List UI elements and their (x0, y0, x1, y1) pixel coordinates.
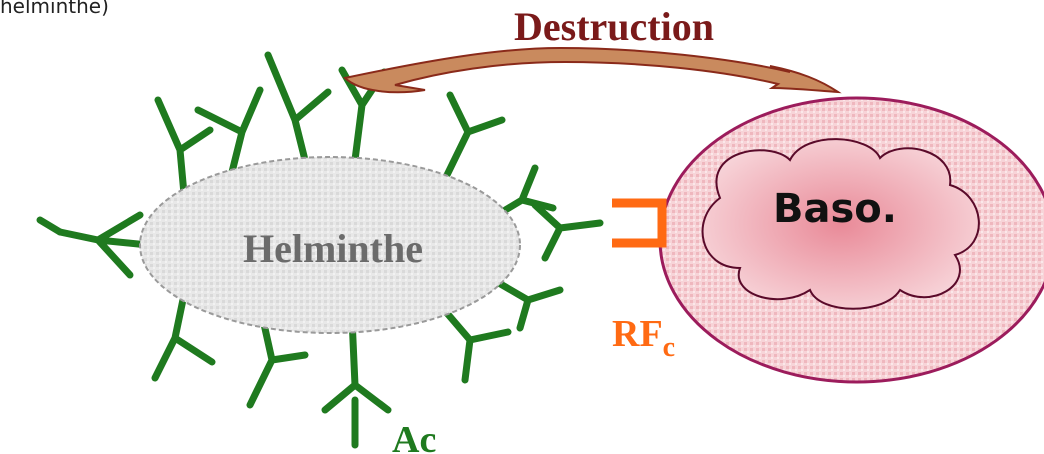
helminth: Helminthe (140, 157, 520, 333)
fc-receptor-label: RFc (612, 313, 675, 363)
antibody (447, 95, 502, 175)
destruction-label: Destruction (514, 4, 714, 49)
antibody (440, 305, 508, 380)
antibody (497, 168, 553, 215)
destruction-arrow-shape (345, 48, 838, 92)
helminth-label: Helminthe (243, 226, 423, 271)
antibody (40, 220, 60, 232)
antibody-attached (535, 205, 600, 258)
antibody (60, 215, 148, 275)
antibody (268, 55, 328, 160)
antibody-label: Ac (392, 419, 436, 454)
basophil-cell: Baso. (660, 98, 1044, 382)
fc-receptor-bracket (612, 203, 662, 243)
fc-receptor: RFc (612, 203, 675, 363)
destruction-arrow: Destruction (345, 4, 838, 92)
basophil-label: Baso. (773, 186, 897, 232)
